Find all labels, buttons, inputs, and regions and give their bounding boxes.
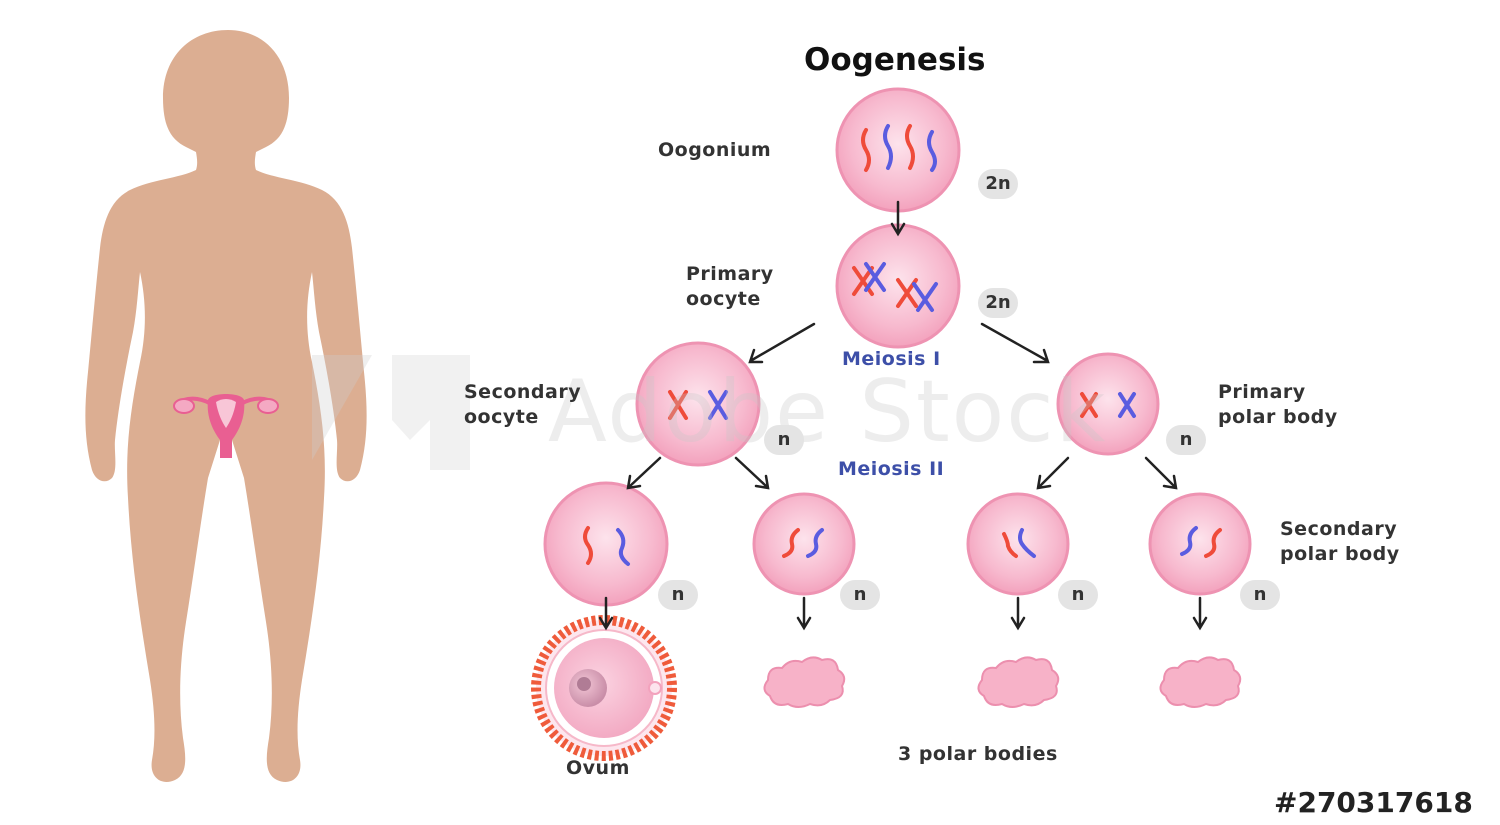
diagram-title: Oogenesis [804,42,986,78]
arrow-secondary-to-d2 [734,456,770,490]
label-primary-oocyte-1: Primary [686,263,774,285]
ploidy-badge-secondary-oocyte: n [764,425,804,455]
polar-body-2 [977,656,1060,708]
arrow-polar-to-d3 [1036,456,1070,490]
label-polar-bodies: 3 polar bodies [898,743,1058,765]
label-meiosis-1: Meiosis I [842,348,941,370]
label-secondary-polar-body-1: Secondary [1280,518,1398,540]
arrow-d1-to-ovum [598,596,614,631]
cell-secondary-oocyte [635,341,761,467]
cell-oogonium [835,87,961,213]
label-primary-polar-body-1: Primary [1218,381,1306,403]
cell-daughter-1 [543,481,669,607]
arrow-secondary-to-d1 [626,456,662,490]
label-primary-polar-body-2: polar body [1218,406,1338,428]
arrow-d4-to-pb3 [1192,596,1208,631]
label-ovum: Ovum [566,757,630,779]
polar-body-1 [763,656,846,708]
arrow-d2-to-pb1 [796,596,812,631]
watermark-logo [312,355,470,470]
arrow-oogonium-to-primary [890,200,906,237]
arrow-polar-to-d4 [1144,456,1178,490]
cell-primary-polar-body [1056,352,1160,456]
ploidy-badge-daughter-4: n [1240,580,1280,610]
ploidy-badge-primary-oocyte: 2n [978,288,1018,318]
cell-daughter-3 [966,492,1070,596]
arrow-primary-to-polar [980,322,1050,364]
label-meiosis-2: Meiosis II [838,458,945,480]
label-secondary-polar-body-2: polar body [1280,543,1400,565]
ploidy-badge-daughter-2: n [840,580,880,610]
label-primary-oocyte-2: oocyte [686,288,761,310]
label-oogonium: Oogonium [658,139,772,161]
stock-id: #270317618 [1274,786,1473,819]
cell-daughter-2 [752,492,856,596]
arrow-primary-to-secondary [748,322,816,364]
ploidy-badge-daughter-1: n [658,580,698,610]
cell-primary-oocyte [835,223,961,349]
ploidy-badge-primary-polar-body: n [1166,425,1206,455]
polar-body-3 [1159,656,1242,708]
cell-daughter-4 [1148,492,1252,596]
uterus-icon [173,394,279,458]
label-secondary-oocyte-1: Secondary [464,381,582,403]
label-secondary-oocyte-2: oocyte [464,406,539,428]
arrows [598,200,1208,631]
ploidy-badge-oogonium: 2n [978,169,1018,199]
ploidy-badge-daughter-3: n [1058,580,1098,610]
arrow-d3-to-pb2 [1010,596,1026,631]
watermark-text: Adobe Stock [548,362,1108,462]
ovum-icon [531,615,677,761]
